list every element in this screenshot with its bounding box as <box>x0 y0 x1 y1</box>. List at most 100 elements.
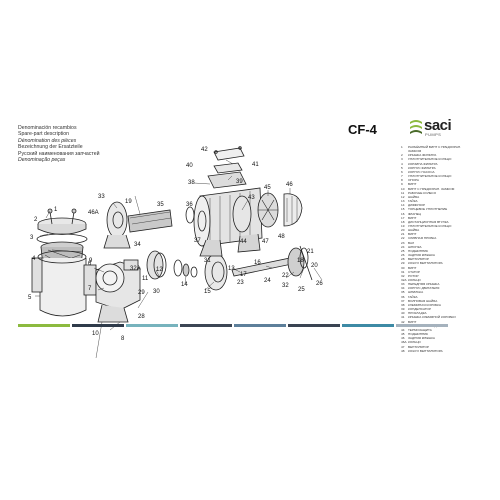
color-stripe <box>342 324 394 327</box>
part-description: КОЛЬЦО <box>408 278 421 282</box>
callout-46a: 46A <box>88 210 99 216</box>
part-number: 9 <box>401 182 403 187</box>
parts-list-row: 46AКОЛЬЦО <box>401 340 493 344</box>
callout-42: 42 <box>201 147 208 153</box>
callout-35: 35 <box>157 202 164 208</box>
color-stripe <box>288 324 340 327</box>
part-description: КОНДЕНСАТОР <box>408 307 432 312</box>
header-line-es: Denominación recambios <box>18 125 77 131</box>
impeller-group <box>146 250 198 280</box>
callout-9: 9 <box>89 258 93 264</box>
color-stripe <box>126 324 178 327</box>
part-number: 32A <box>401 278 407 282</box>
part-number: 31 <box>401 269 405 274</box>
rotor <box>287 245 313 281</box>
part-description: ОПОРА <box>408 178 419 183</box>
part-description: ШПИЛЬКА <box>408 290 424 295</box>
part-number: 19 <box>401 223 405 228</box>
part-number: 23 <box>401 240 405 245</box>
motor-front-cover <box>103 201 131 249</box>
callout-23: 23 <box>237 280 244 286</box>
color-stripe <box>18 324 70 327</box>
callout-2: 2 <box>34 217 38 223</box>
part-number: 7 <box>401 174 403 179</box>
color-stripe <box>72 324 124 327</box>
part-description: ПРОКЛАДКА <box>408 311 427 316</box>
part-number: 34 <box>401 286 405 291</box>
callout-15: 15 <box>204 289 211 295</box>
color-stripe <box>180 324 232 327</box>
part-number: 33 <box>401 282 405 287</box>
part-number: 26 <box>401 253 405 258</box>
part-description: РОТОР <box>408 273 419 278</box>
part-description: ВИНТ <box>408 182 417 187</box>
part-description: ФЛАНЕЦ <box>408 211 421 216</box>
part-number: 4 <box>401 161 403 166</box>
filter-cover <box>37 208 87 235</box>
part-number: 6 <box>401 169 403 174</box>
callout-3: 3 <box>30 235 34 241</box>
callout-32a: 32A <box>130 266 141 272</box>
callout-34: 34 <box>134 242 141 248</box>
part-number: 13 <box>401 199 405 204</box>
model-title: CF-4 <box>348 122 377 137</box>
logo-sub: PUMPS <box>425 132 442 137</box>
parts-list-row: ЗАМКОМ <box>401 149 493 153</box>
callout-11: 11 <box>142 276 149 282</box>
callout-43: 43 <box>248 195 255 201</box>
callout-46: 46 <box>286 182 293 188</box>
part-description: ВИНТ С ПРЕДОХРАН. ЗАМКОМ <box>408 186 455 191</box>
part-description: ШАЙБА <box>408 194 420 199</box>
part-description: ВИНТ <box>408 319 417 324</box>
color-stripe <box>234 324 286 327</box>
header-block: Denominación recambios Spare-part descri… <box>18 125 218 163</box>
part-description: КЛЕММНАЯ КОРОБКА <box>408 302 441 307</box>
callout-44: 44 <box>240 239 247 245</box>
part-description: ВЕНТИЛЯТОР <box>408 344 429 349</box>
part-description: КОЖУХ ВЕНТИЛЯТОРА <box>408 348 443 353</box>
callout-32: 32 <box>282 283 289 289</box>
part-number: 30 <box>401 265 405 270</box>
saci-logo: saci PUMPS <box>408 117 478 141</box>
callout-29: 29 <box>138 290 145 296</box>
part-number: 40 <box>401 311 405 316</box>
callout-8: 8 <box>121 336 125 342</box>
callout-14: 14 <box>181 282 188 288</box>
callout-37: 37 <box>194 238 201 244</box>
part-number: 8 <box>401 178 403 183</box>
callout-5: 5 <box>28 295 32 301</box>
part-number: 17 <box>401 215 405 220</box>
part-number: 48 <box>401 348 405 353</box>
part-number: 11 <box>401 190 405 195</box>
part-description: ЗАДНЯЯ КРЫШКА <box>408 253 435 258</box>
rotor-shaft <box>127 206 195 233</box>
callout-21: 21 <box>307 249 314 255</box>
callout-18: 18 <box>297 258 304 264</box>
part-number: 35 <box>401 290 405 295</box>
callout-13: 13 <box>228 266 235 272</box>
callout-labels: 1 2 3 4 5 6 7 8 9 10 11 12 13 14 15 16 1… <box>28 147 323 342</box>
header-line-de: Bezeichnung der Ersatzteile <box>18 144 83 151</box>
part-description: КРЫШКА ФИЛЬТРА <box>408 153 437 158</box>
part-description: ЗАМКОМ <box>408 149 422 154</box>
callout-41: 41 <box>252 162 259 168</box>
part-description: ТЕРМОЗАЩИТА <box>408 327 432 332</box>
